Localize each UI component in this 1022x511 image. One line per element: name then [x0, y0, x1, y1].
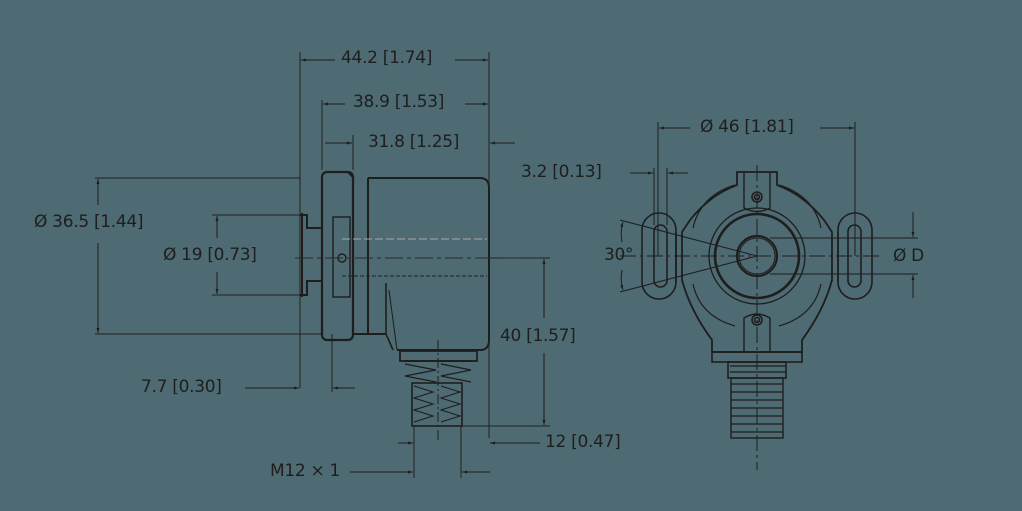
side-view — [95, 52, 550, 478]
dim-slot-angle: 30° — [604, 245, 634, 265]
dim-hub-diameter: Ø 19 [0.73] — [163, 245, 257, 265]
dimension-arrows — [96, 58, 546, 474]
hub — [300, 213, 322, 297]
mounting-ring — [708, 207, 806, 305]
dim-body-length: 38.9 [1.53] — [353, 92, 445, 112]
flange-ring — [713, 212, 801, 300]
housing — [353, 177, 490, 351]
dim-housing-length: 31.8 [1.25] — [368, 132, 460, 152]
left-slot — [653, 224, 668, 288]
dim-flange-thickness: 7.7 [0.30] — [141, 377, 222, 397]
dim-shaft-bore: Ø D — [893, 246, 924, 266]
shaft-bore — [735, 234, 779, 278]
front-centerlines — [620, 165, 880, 470]
dim-connector-offset: 12 [0.47] — [545, 432, 621, 452]
flange — [320, 170, 355, 342]
extension-lines — [95, 52, 550, 478]
dim-connector-thread: M12 × 1 — [270, 461, 341, 481]
dim-flange-diameter: Ø 36.5 [1.44] — [34, 212, 144, 232]
dim-axis-to-connector: 40 [1.57] — [500, 326, 576, 346]
dim-overall-length: 44.2 [1.74] — [341, 48, 433, 68]
clamp-ring — [332, 216, 351, 298]
dim-slot-width: 3.2 [0.13] — [521, 162, 602, 182]
front-view — [619, 122, 918, 470]
connector — [399, 340, 478, 440]
dim-mounting-circle: Ø 46 [1.81] — [700, 117, 794, 137]
